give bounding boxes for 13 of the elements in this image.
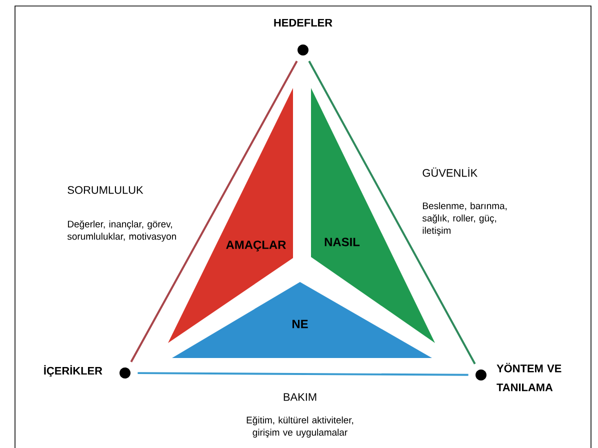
triangle-section: NE xyxy=(172,282,432,358)
side-heading: SORUMLULUK xyxy=(68,186,144,194)
vertex-dot xyxy=(476,362,562,392)
vertex-dot xyxy=(44,365,130,378)
side-heading: BAKIM xyxy=(284,393,316,401)
side-line xyxy=(130,60,298,362)
side-line xyxy=(308,60,476,364)
vertex-dot xyxy=(274,18,332,56)
side-line xyxy=(138,372,468,376)
point-label: İÇERİKLER xyxy=(44,365,102,377)
point-label: YÖNTEM VE TANILAMA xyxy=(496,362,562,392)
side-description: Eğitim, kültürel aktiviteler, girişim ve uygulamalar xyxy=(246,416,354,438)
point-label: HEDEFLER xyxy=(274,18,332,26)
